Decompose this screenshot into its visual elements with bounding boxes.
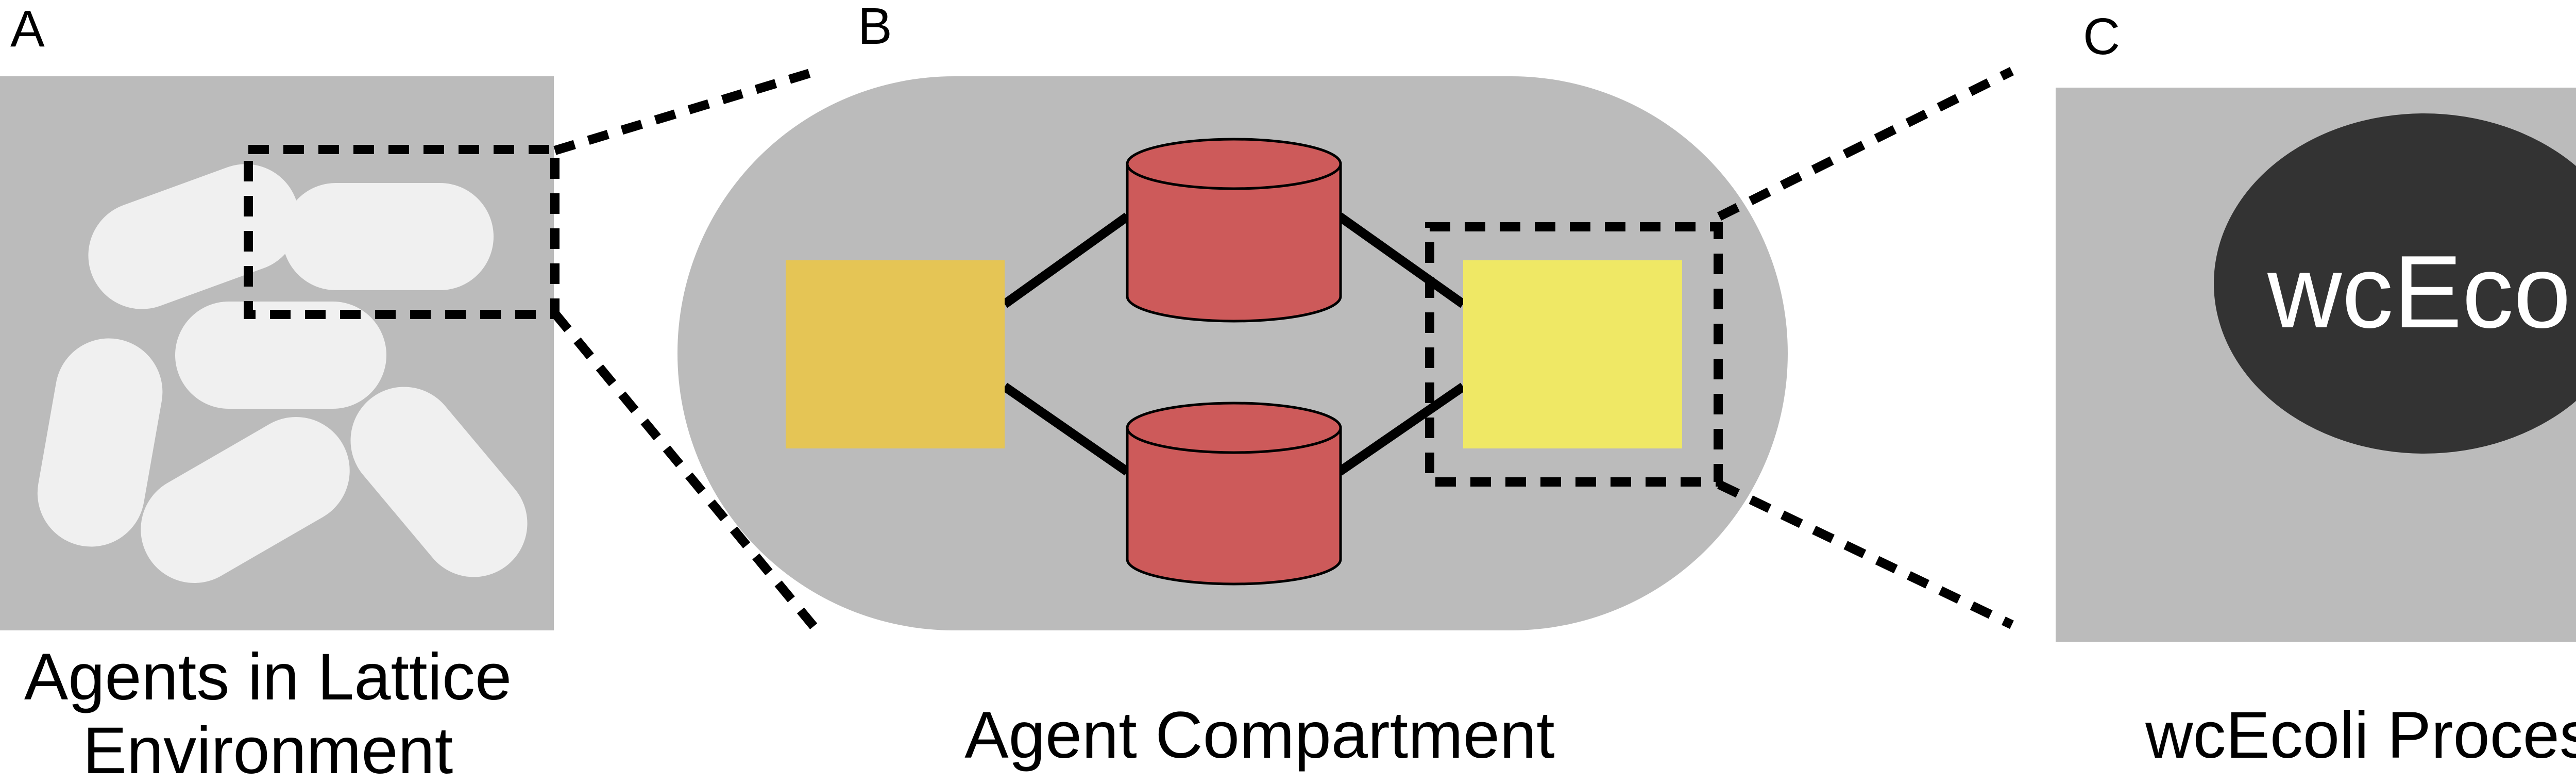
zoom-box-b — [1425, 222, 1723, 487]
zoom-line-b-top — [1717, 66, 2014, 221]
agent-cell — [141, 417, 350, 583]
panel-b-caption: Agent Compartment — [964, 698, 1554, 772]
compartment-wires — [1002, 212, 1466, 476]
wire — [1002, 212, 1130, 308]
process-square-yellow — [1463, 260, 1682, 448]
store-cylinder-bottom — [1126, 402, 1342, 586]
panel-a-caption-line2: Environment — [83, 714, 453, 784]
agent-cell — [350, 387, 528, 577]
panel-c-caption: wcEcoli Process — [2145, 698, 2576, 772]
zoom-box-a — [244, 145, 560, 319]
wcecoli-process-node — [2214, 113, 2576, 454]
panel-a-caption-line1: Agents in Lattice — [24, 640, 512, 714]
panel-a-letter: A — [10, 0, 45, 58]
cylinder-top — [1126, 402, 1342, 454]
process-square-orange — [786, 260, 1005, 448]
zoom-line-b-bottom — [1717, 480, 2014, 629]
panel-c-letter: C — [2083, 8, 2120, 65]
wire — [1336, 382, 1466, 476]
wcecoli-process-label: wcEcoli — [2267, 235, 2576, 349]
cylinder-top — [1126, 138, 1342, 190]
store-cylinder-top — [1126, 138, 1342, 323]
wire — [1002, 382, 1130, 476]
agent-cell — [175, 302, 386, 409]
wire — [1336, 212, 1466, 308]
cylinder-body — [1126, 426, 1342, 586]
zoom-line-a-top — [553, 66, 818, 155]
panel-b-letter: B — [858, 0, 892, 55]
agent-cell — [282, 183, 494, 290]
agent-cell — [37, 338, 163, 547]
cylinder-body — [1126, 162, 1342, 323]
agent-compartment — [677, 76, 1788, 630]
